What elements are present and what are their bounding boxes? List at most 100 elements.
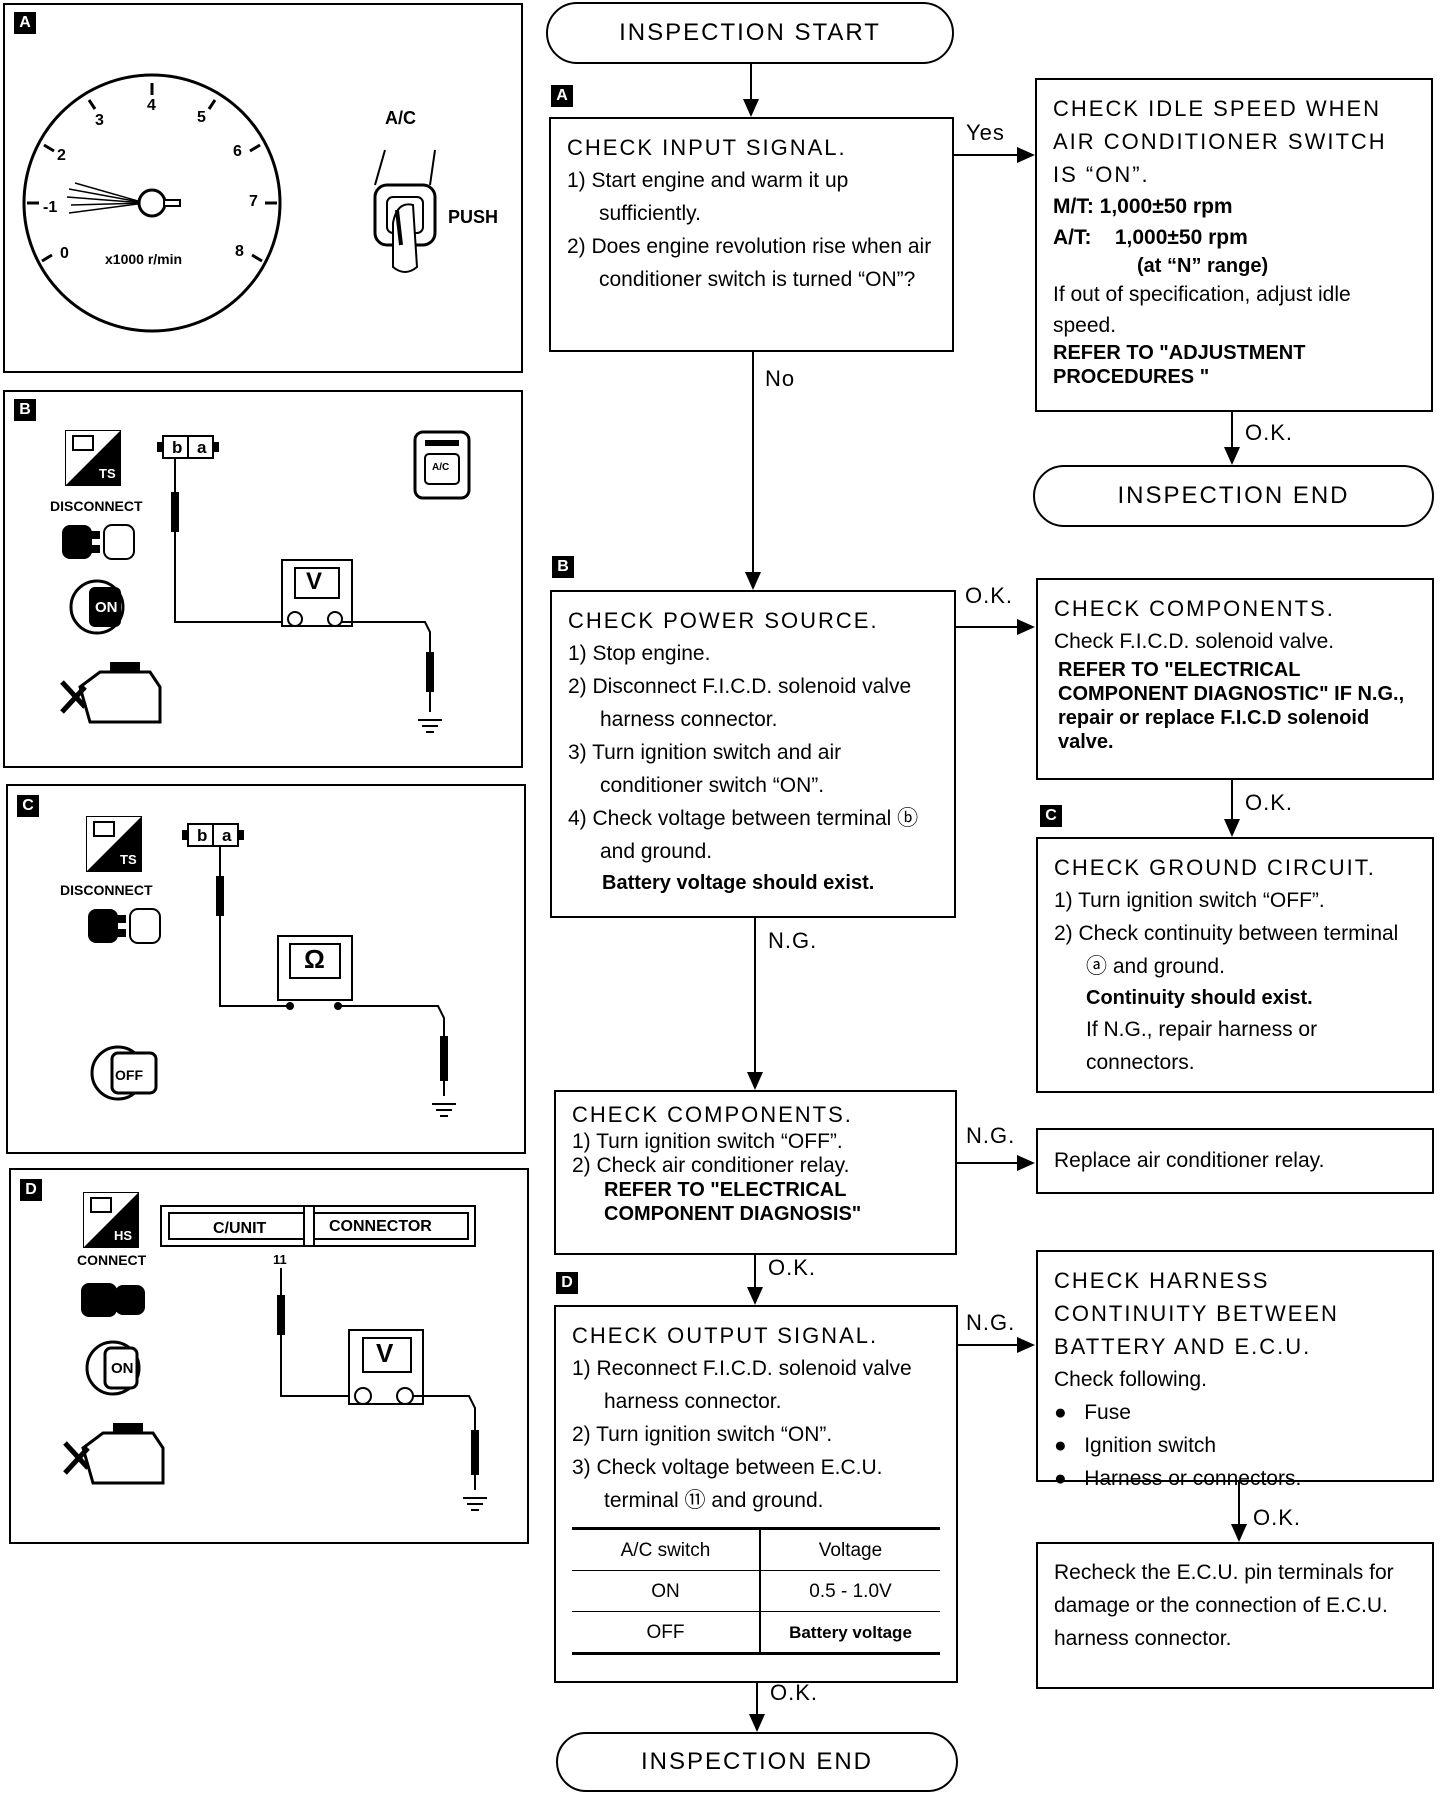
step-bold: Continuity should exist. <box>1086 987 1313 1009</box>
idle-refer: REFER TO "ADJUSTMENT PROCEDURES " <box>1053 342 1306 388</box>
step-item: 3) Check voltage between E.C.U. terminal… <box>572 1456 883 1512</box>
bullet-text: Ignition switch <box>1084 1434 1217 1457</box>
ng-label: N.G. <box>966 1310 1016 1335</box>
ok-label: O.K. <box>965 583 1014 608</box>
step-tag-a: A <box>551 85 573 107</box>
table-cell: ON <box>572 1570 761 1612</box>
tick-label: 2 <box>57 147 66 164</box>
ok-label: O.K. <box>1253 1505 1302 1530</box>
tick-label: 3 <box>95 112 104 129</box>
step-item: 1) Turn ignition switch “OFF”. <box>572 1130 843 1153</box>
comp-title: CHECK COMPONENTS. <box>1054 596 1335 621</box>
ts-terminal-icon <box>86 816 142 872</box>
cunit-connector-icon <box>160 1205 476 1247</box>
connector-disconnect-icon <box>88 908 161 944</box>
check-ground-circuit-box: CHECK GROUND CIRCUIT. 1) Turn ignition s… <box>1036 837 1434 1093</box>
ignition-key-on-icon <box>69 579 125 635</box>
conn-b-label: b <box>197 826 208 845</box>
step-tag-d: D <box>556 1272 578 1294</box>
off-label: OFF <box>115 1067 143 1083</box>
connector-ba-icon <box>182 823 244 847</box>
comp-refer: REFER TO "ELECTRICAL COMPONENT DIAGNOSTI… <box>1058 659 1405 753</box>
no-label: No <box>765 366 796 391</box>
tick-label: 5 <box>197 109 206 126</box>
check-output-signal-box: CHECK OUTPUT SIGNAL. 1) Reconnect F.I.C.… <box>554 1305 958 1683</box>
inspection-start: INSPECTION START <box>546 2 954 64</box>
disconnect-label: DISCONNECT <box>50 498 143 514</box>
connector-disconnect-icon <box>62 524 135 560</box>
tick-label: -1 <box>43 199 58 216</box>
step-tag-c: C <box>1040 805 1062 827</box>
ok-label: O.K. <box>1245 790 1294 815</box>
inspection-end-bottom: INSPECTION END <box>556 1732 958 1792</box>
table-row: ON 0.5 - 1.0V <box>572 1570 940 1612</box>
panel-b: B TS DISCONNECT ON b a <box>3 390 523 768</box>
meter-v-label: V <box>306 568 323 595</box>
step-item: 2) Disconnect F.I.C.D. solenoid valve ha… <box>568 675 912 731</box>
idle-mt: M/T: 1,000±50 rpm <box>1053 195 1233 218</box>
voltage-table: A/C switch Voltage ON 0.5 - 1.0V OFF Bat… <box>572 1527 940 1655</box>
inspection-end-top: INSPECTION END <box>1033 465 1434 527</box>
idle-at: A/T: 1,000±50 rpm <box>1053 226 1248 249</box>
conn-a-label: a <box>197 438 207 457</box>
table-cell: 0.5 - 1.0V <box>760 1570 940 1612</box>
push-label: PUSH <box>448 207 499 227</box>
step-title: CHECK POWER SOURCE. <box>568 608 879 633</box>
ts-label: TS <box>120 852 137 867</box>
ng-label: N.G. <box>768 928 818 953</box>
ac-label: A/C <box>385 108 416 128</box>
table-row: OFF Battery voltage <box>572 1611 940 1655</box>
tick-label: 0 <box>60 245 69 262</box>
engine-icon <box>63 1423 165 1485</box>
step-title: CHECK GROUND CIRCUIT. <box>1054 855 1376 880</box>
step-title: CHECK INPUT SIGNAL. <box>567 135 847 160</box>
step-item: 2) Check air conditioner relay. <box>572 1154 850 1177</box>
check-components-box-1: CHECK COMPONENTS. Check F.I.C.D. solenoi… <box>1036 578 1434 780</box>
idle-note: If out of specification, adjust idle spe… <box>1053 283 1351 337</box>
idle-speed-box: CHECK IDLE SPEED WHEN AIR CONDITIONER SW… <box>1035 78 1433 412</box>
hs-terminal-icon <box>83 1192 139 1248</box>
meter-v-label: V <box>376 1338 394 1368</box>
connect-label: CONNECT <box>77 1252 147 1268</box>
hs-label: HS <box>114 1228 133 1243</box>
harness-sub: Check following. <box>1054 1368 1207 1391</box>
voltmeter-circuit <box>277 1268 487 1511</box>
comp-line: Check F.I.C.D. solenoid valve. <box>1054 630 1335 653</box>
step-item: 1) Stop engine. <box>568 642 711 665</box>
step-title: CHECK OUTPUT SIGNAL. <box>572 1323 879 1348</box>
harness-title: CHECK HARNESS CONTINUITY BETWEEN BATTERY… <box>1054 1268 1339 1359</box>
check-components-box-2: CHECK COMPONENTS. 1) Turn ignition switc… <box>554 1090 957 1255</box>
panel-tag-c: C <box>17 795 39 817</box>
step-item: 2) Check continuity between terminal ⓐ a… <box>1054 922 1399 978</box>
tick-label: 8 <box>235 243 244 260</box>
replace-relay-box: Replace air conditioner relay. <box>1036 1128 1434 1194</box>
idle-range: (at “N” range) <box>1137 255 1269 277</box>
tick-label: 4 <box>147 97 156 114</box>
table-head: A/C switch <box>572 1527 761 1571</box>
table-row: A/C switch Voltage <box>572 1527 940 1571</box>
panel-tag-b: B <box>14 399 36 421</box>
bullet-text: Harness or connectors. <box>1084 1467 1302 1490</box>
table-cell: Battery voltage <box>760 1611 940 1655</box>
step-bold: Battery voltage should exist. <box>602 872 875 894</box>
step-tag-b: B <box>552 556 574 578</box>
connector-connect-icon <box>81 1283 145 1317</box>
connector-ba-icon <box>157 435 219 459</box>
tick-label: 7 <box>249 193 258 210</box>
engine-icon <box>60 662 162 724</box>
step-item: 1) Turn ignition switch “OFF”. <box>1054 889 1325 912</box>
table-cell: OFF <box>572 1611 761 1655</box>
yes-label: Yes <box>966 120 1005 145</box>
step-item: 2) Turn ignition switch “ON”. <box>572 1423 833 1446</box>
table-head: Voltage <box>760 1527 940 1571</box>
panel-c: C TS DISCONNECT OFF b a Ω <box>6 784 526 1154</box>
bullet-item: ● Harness or connectors. <box>1054 1467 1302 1490</box>
disconnect-label: DISCONNECT <box>60 882 153 898</box>
voltmeter-circuit <box>171 430 471 733</box>
check-power-source-box: CHECK POWER SOURCE. 1) Stop engine. 2) D… <box>550 590 956 918</box>
check-input-signal-box: CHECK INPUT SIGNAL. 1) Start engine and … <box>549 117 954 352</box>
ac-switch-label: A/C <box>432 462 450 473</box>
cunit-label: C/UNIT <box>213 1220 267 1237</box>
panel-tag-a: A <box>14 12 36 34</box>
pin-label: 11 <box>273 1252 287 1267</box>
